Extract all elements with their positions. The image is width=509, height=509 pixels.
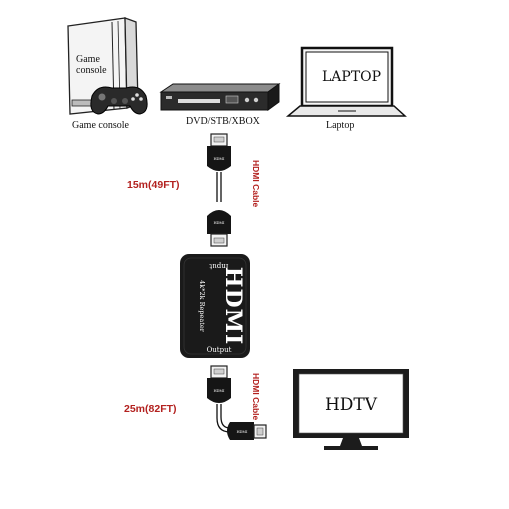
laptop-screen-text: LAPTOP	[322, 69, 381, 85]
bottom-cable-length: 25m(82FT)	[124, 403, 177, 415]
game-console-screen-text-line2: console	[76, 65, 107, 76]
repeater-logo: HDMI	[220, 267, 246, 346]
svg-text:HDMI: HDMI	[237, 430, 248, 434]
laptop-caption: Laptop	[326, 120, 354, 131]
hdmi-repeater-device: Input HDMI 4k*2k Repeater Output	[180, 254, 250, 358]
svg-text:HDMI: HDMI	[214, 389, 225, 393]
gamepad-icon	[90, 86, 148, 115]
game-console-caption: Game console	[72, 120, 129, 131]
repeater-input-label: Input	[209, 262, 228, 270]
svg-text:HDMI: HDMI	[214, 221, 225, 225]
bottom-hdmi-cable: HDMI HDMI	[207, 365, 267, 440]
game-console-illustration: Game console Game console	[67, 17, 148, 131]
game-console-screen-text-line1: Game	[76, 54, 100, 65]
top-hdmi-cable: HDMI HDMI	[207, 133, 231, 247]
hdtv-illustration: HDTV	[293, 369, 409, 450]
dvd-player-illustration: DVD/STB/XBOX	[159, 83, 281, 127]
repeater-output-label: Output	[207, 346, 232, 354]
laptop-illustration: LAPTOP Laptop	[285, 46, 407, 131]
dvd-player-caption: DVD/STB/XBOX	[186, 116, 261, 127]
svg-text:HDMI: HDMI	[214, 157, 225, 161]
top-cable-length: 15m(49FT)	[127, 179, 180, 191]
repeater-model-text: 4k*2k Repeater	[198, 280, 206, 333]
bottom-cable-label: HDMI Cable	[251, 373, 261, 421]
top-cable-label: HDMI Cable	[251, 160, 261, 208]
hdtv-screen-text: HDTV	[325, 395, 378, 415]
